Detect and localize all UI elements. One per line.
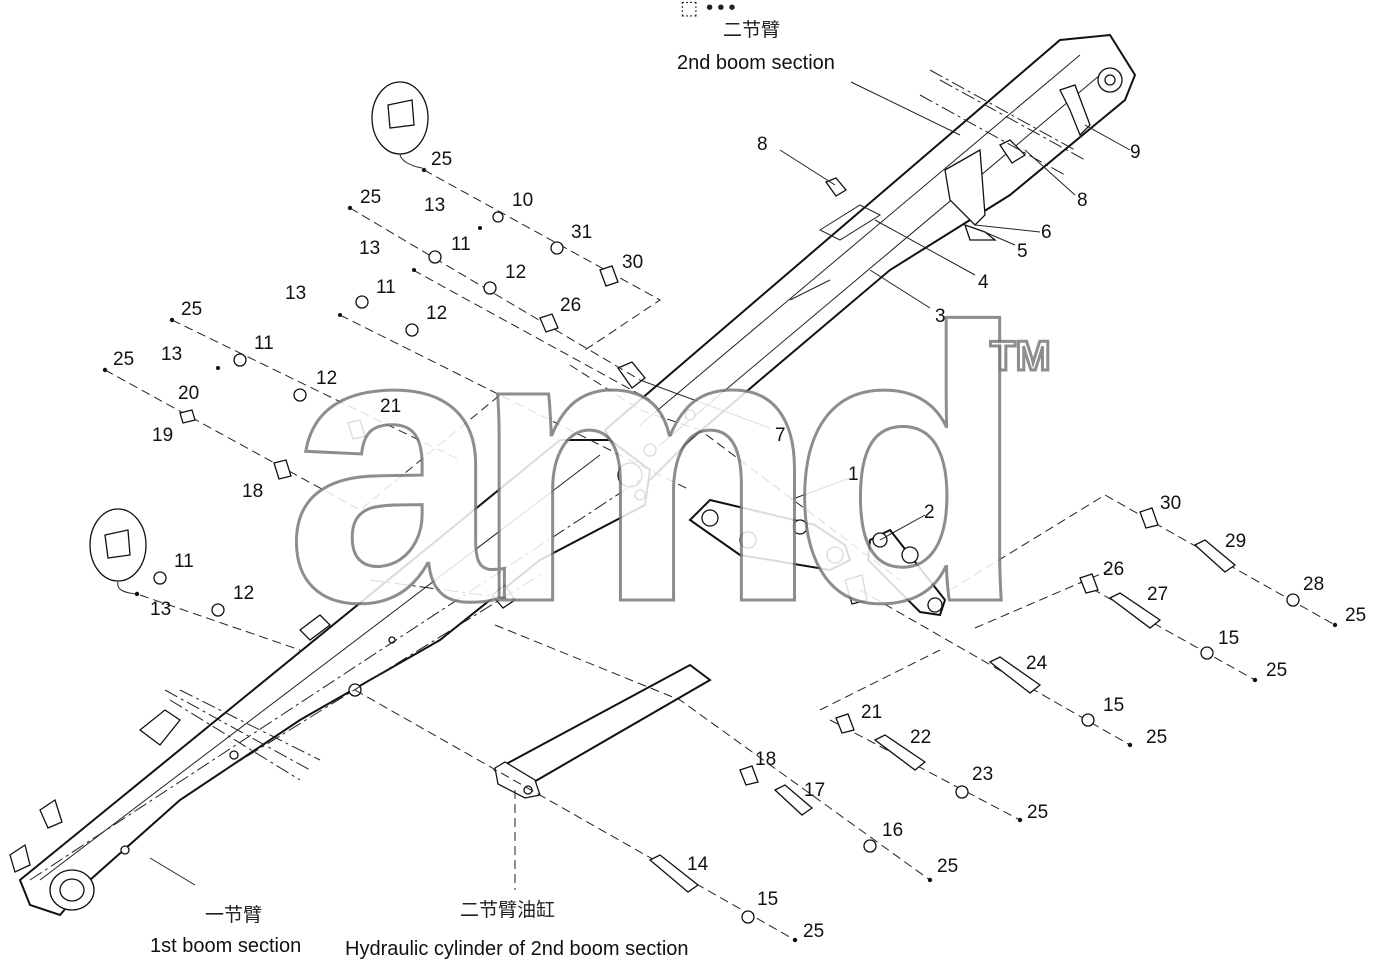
callout-26-a: 26 [560,295,581,316]
callout-25-h: 25 [1027,802,1048,823]
callout-12-a: 12 [505,262,526,283]
callout-25-j: 25 [803,921,824,942]
callout-13-a: 13 [424,195,445,216]
first-boom-section [9,439,652,917]
callout-18-b: 18 [755,749,776,770]
callout-10: 10 [512,190,533,211]
callout-24: 24 [1026,653,1048,674]
callout-17: 17 [804,780,825,801]
callout-25-b: 25 [360,187,381,208]
watermark-brand: amd [285,247,1002,683]
callout-7: 7 [775,425,786,446]
callout-18-a: 18 [242,481,263,502]
callout-25-a: 25 [431,149,452,170]
watermark-tm: TM [990,332,1051,379]
callout-8-a: 8 [757,134,768,155]
callout-21-b: 21 [861,702,882,723]
callout-6: 6 [1041,222,1052,243]
callout-25-g: 25 [1146,727,1167,748]
fitting-detail-top [371,81,429,169]
cylinder-chinese-label: 二节臂油缸 [460,899,555,921]
callout-29: 29 [1225,531,1246,552]
fitting-detail-bottom [89,508,147,595]
callout-15-b: 15 [1103,695,1124,716]
callout-19: 19 [152,425,173,446]
callout-13-e: 13 [150,599,171,620]
callout-11-b: 11 [376,277,396,298]
callout-21-a: 21 [380,396,401,417]
callout-5: 5 [1017,241,1028,262]
callout-1: 1 [848,464,859,485]
captions: ⬚ ••• 二节臂 2nd boom section 一节臂 1st boom … [150,0,835,960]
callout-15-a: 15 [1218,628,1239,649]
callout-12-c: 12 [316,368,337,389]
callout-12-b: 12 [426,303,447,324]
callout-13-c: 13 [285,283,306,304]
callout-25-i: 25 [937,856,958,877]
callout-8-b: 8 [1077,190,1088,211]
hardware-parts [102,167,1338,943]
callout-2: 2 [924,502,935,523]
watermark: amd TM [284,246,1053,685]
callout-25-f: 25 [1266,660,1287,681]
link-plate-1 [688,498,852,572]
boom1-english-label: 1st boom section [150,935,301,957]
cylinder-english-label: Hydraulic cylinder of 2nd boom section [345,938,689,960]
callout-22: 22 [910,727,931,748]
boom2-chinese-label: 二节臂 [723,19,780,41]
callout-numbers: 1 2 3 4 5 6 7 8 8 9 10 11 11 11 11 12 12… [113,134,1366,942]
callout-11-d: 11 [174,551,194,572]
callout-15-c: 15 [757,889,778,910]
callout-13-d: 13 [161,344,182,365]
callout-3: 3 [935,306,946,327]
callout-14: 14 [687,854,709,875]
callout-20: 20 [178,383,199,404]
leader-lines [149,81,1131,886]
callout-27: 27 [1147,584,1168,605]
callout-11-c: 11 [254,333,274,354]
callout-28: 28 [1303,574,1324,595]
hydraulic-cylinder [493,663,712,799]
callout-9: 9 [1130,142,1141,163]
callout-30-a: 30 [622,252,643,273]
callout-25-c: 25 [181,299,202,320]
boom2-english-label: 2nd boom section [677,52,835,74]
callout-25-d: 25 [113,349,134,370]
top-mark: ⬚ ••• [680,0,738,19]
callout-16: 16 [882,820,903,841]
boom1-chinese-label: 一节臂 [205,904,262,926]
callout-13-b: 13 [359,238,380,259]
callout-12-d: 12 [233,583,254,604]
link-plate-2 [844,528,947,617]
callout-4: 4 [978,272,989,293]
callout-11-a: 11 [451,234,471,255]
callout-30-b: 30 [1160,493,1181,514]
callout-31: 31 [571,222,592,243]
callout-23: 23 [972,764,993,785]
assembly-lines [29,69,1336,941]
callout-26-b: 26 [1103,559,1124,580]
callout-25-e: 25 [1345,605,1366,626]
